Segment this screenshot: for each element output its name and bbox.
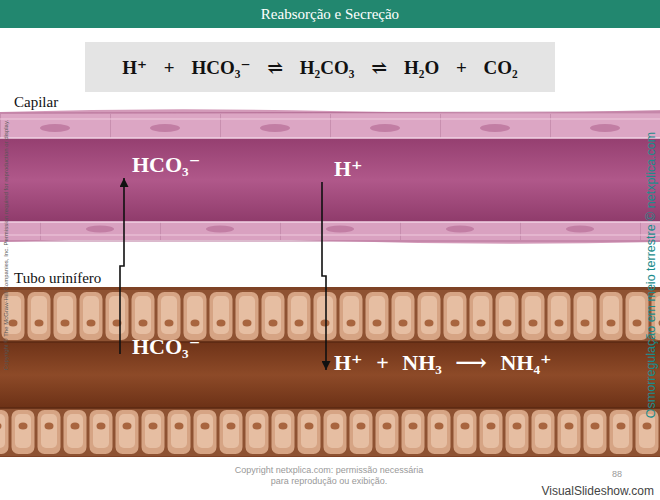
transport-arrow xyxy=(322,182,326,370)
title-bar xyxy=(0,0,660,28)
chemical-label: HCO₃⁻ xyxy=(132,152,200,178)
ion-label: HCO₃⁻ xyxy=(118,172,122,178)
ion-label: H⁺ xyxy=(320,176,324,182)
chemical-label: H⁺ xyxy=(334,156,363,182)
copyright-note: Copyright netxplica.com: permissão neces… xyxy=(226,465,432,488)
chemical-label: H⁺ + NH₃ ⟶ NH₄⁺ xyxy=(334,350,552,376)
equation-box: H⁺ + HCO₃⁻ ⇌ H₂CO₃ ⇌ H₂O + CO₂ xyxy=(85,42,555,92)
equation-text: H⁺ + HCO₃⁻ ⇌ H₂CO₃ ⇌ H₂O + CO₂ xyxy=(122,56,517,79)
chemical-label: HCO₃⁻ xyxy=(132,334,200,360)
transport-arrow xyxy=(120,178,124,354)
title-bar: Reabsorção e Secreção xyxy=(0,0,660,28)
region-heading: Tubo urinífero xyxy=(14,270,101,287)
tubule-band: Tubo uriníferoHCO₃⁻H⁺ + NH₃ ⟶ NH₄⁺ xyxy=(0,290,660,456)
capillary-band: CapilarHCO₃⁻H⁺ xyxy=(0,114,660,240)
reaction-label: H⁺ + NH₃ ⟶ NH₄⁺ xyxy=(320,370,324,376)
watermark: Osmorregulação em meio terrestre © netxp… xyxy=(644,132,658,418)
region-heading: Capilar xyxy=(14,94,58,111)
ion-label: HCO₃⁻ xyxy=(118,354,122,360)
copyright-note: Copyright © The McGraw-Hill Companies, I… xyxy=(3,120,9,370)
capillary-drawing xyxy=(0,109,660,244)
slide-title: Reabsorção e Secreção xyxy=(261,6,399,23)
watermark: VisualSlideshow.com xyxy=(541,484,654,498)
tubule-drawing xyxy=(0,287,660,457)
page-number: 88 xyxy=(612,469,622,479)
